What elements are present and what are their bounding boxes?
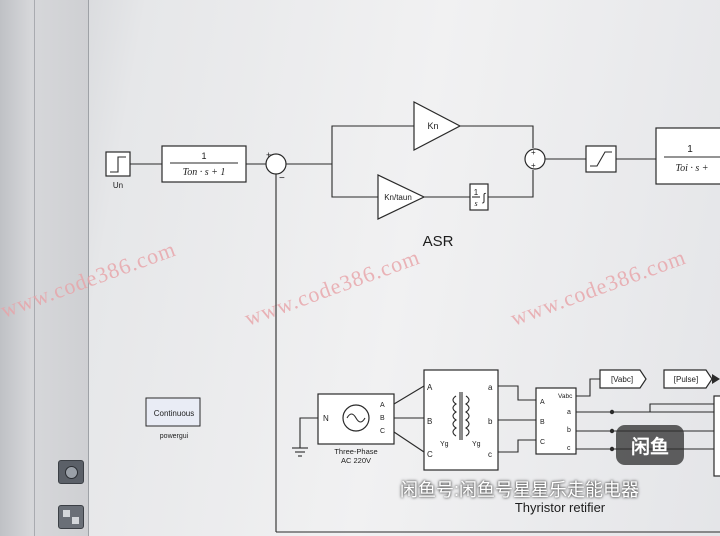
svg-text:B: B xyxy=(540,419,545,426)
svg-text:Three-Phase: Three-Phase xyxy=(334,447,377,456)
svg-text:Toi · s +: Toi · s + xyxy=(675,163,708,174)
gain-kn[interactable]: Kn xyxy=(413,101,462,151)
svg-text:B: B xyxy=(380,415,385,422)
image-caption-overlay: 闲鱼号:闲鱼号星星乐走能电器 xyxy=(400,480,639,500)
thyristor-block-edge[interactable] xyxy=(713,395,720,477)
svg-text:Yg: Yg xyxy=(472,441,481,448)
three-phase-measurement[interactable]: Vabc A B C a b c xyxy=(535,387,577,455)
goto-pulse[interactable]: [Pulse] xyxy=(663,369,713,389)
signal-lines xyxy=(130,125,720,533)
svg-text:A: A xyxy=(427,383,433,392)
svg-text:1: 1 xyxy=(201,151,206,161)
svg-text:c: c xyxy=(488,450,492,459)
svg-text:N: N xyxy=(323,414,329,423)
svg-text:C: C xyxy=(427,450,433,459)
svg-text:[Pulse]: [Pulse] xyxy=(674,375,698,384)
svg-text:A: A xyxy=(380,402,385,409)
svg-text:A: A xyxy=(540,399,545,406)
svg-text:1: 1 xyxy=(687,144,693,155)
svg-text:Continuous: Continuous xyxy=(154,409,194,418)
document-icon[interactable] xyxy=(58,505,84,529)
svg-text:Kn: Kn xyxy=(427,121,438,131)
watermark-right: www.code386.com xyxy=(507,244,689,331)
svg-text:s: s xyxy=(474,199,477,208)
svg-text:Vabc: Vabc xyxy=(558,393,573,400)
svg-text:Yg: Yg xyxy=(440,441,449,448)
ground-symbol xyxy=(292,417,318,457)
svg-text:AC 220V: AC 220V xyxy=(341,456,371,465)
svg-text:B: B xyxy=(427,417,432,426)
app-logo-badge: 闲鱼 xyxy=(616,425,684,465)
svg-text:+: + xyxy=(531,161,536,170)
watermark-center: www.code386.com xyxy=(241,244,423,331)
sum-block-2[interactable]: + + xyxy=(524,148,546,170)
svg-text:+: + xyxy=(266,150,271,160)
svg-text:a: a xyxy=(488,383,493,392)
transfer-function-toi[interactable]: 1 Toi · s + xyxy=(655,127,720,185)
integrator-block[interactable]: 1 s ∫ xyxy=(469,183,489,211)
thyristor-label: Thyristor retifier xyxy=(515,500,606,515)
svg-text:b: b xyxy=(488,417,493,426)
sidebar-divider xyxy=(34,0,35,536)
svg-text:Kn/taun: Kn/taun xyxy=(384,193,412,202)
asr-label: ASR xyxy=(423,233,454,250)
svg-text:−: − xyxy=(279,173,285,184)
transfer-function-ton[interactable]: 1 Ton · s + 1 xyxy=(161,145,247,183)
saturation-block[interactable] xyxy=(585,145,617,173)
three-phase-source[interactable]: N A B C Three-Phase AC 220V xyxy=(317,393,395,465)
svg-text:Ton · s + 1: Ton · s + 1 xyxy=(183,167,226,178)
gain-kn-taun[interactable]: Kn/taun xyxy=(377,174,426,220)
powergui-block[interactable]: Continuous powergui xyxy=(145,397,201,440)
svg-text:C: C xyxy=(540,439,545,446)
svg-text:[Vabc]: [Vabc] xyxy=(611,375,633,384)
svg-text:a: a xyxy=(567,409,571,416)
svg-text:+: + xyxy=(531,148,536,157)
goto-vabc[interactable]: [Vabc] xyxy=(599,369,647,389)
transformer-block[interactable]: A B C a b c Yg Yg xyxy=(423,369,499,471)
svg-text:powergui: powergui xyxy=(160,433,189,440)
svg-text:c: c xyxy=(567,445,571,452)
left-sidebar xyxy=(0,0,89,536)
sum-block-1[interactable]: + − xyxy=(265,150,287,184)
watermark-left: www.code386.com xyxy=(0,236,179,323)
camera-icon[interactable] xyxy=(58,460,84,484)
svg-text:b: b xyxy=(567,427,571,434)
svg-text:1: 1 xyxy=(474,188,479,197)
step-label: Un xyxy=(113,181,123,190)
svg-text:C: C xyxy=(380,428,385,435)
step-block[interactable]: Un xyxy=(105,151,131,190)
svg-text:∫: ∫ xyxy=(481,192,486,204)
